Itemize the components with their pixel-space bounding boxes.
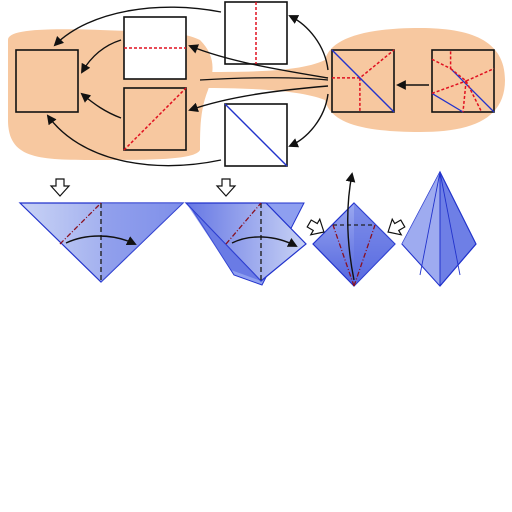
blue-crease — [331, 49, 395, 113]
push-arrow-shape — [387, 217, 406, 236]
push-arrow-shape — [49, 178, 71, 197]
square-diagonal-blue — [224, 103, 288, 167]
mountain-crease — [225, 202, 262, 245]
square-horizontal-valley — [123, 16, 187, 80]
kite-edge — [439, 243, 477, 287]
paper-shade — [186, 203, 261, 281]
valley-crease — [450, 67, 495, 82]
kite-edge — [401, 243, 441, 287]
paper-shade — [354, 203, 395, 286]
blue-crease — [431, 92, 464, 113]
blue-crease — [224, 103, 288, 167]
square-outline — [123, 87, 187, 151]
arrow-y-to-diagonal — [188, 85, 329, 113]
mountain-crease — [332, 224, 355, 287]
arrow-vertical-to-plain — [53, 6, 222, 47]
kite-edge — [439, 171, 461, 276]
kite-edge — [419, 171, 441, 276]
arrow-y-to-horizontal — [188, 44, 329, 79]
push-arrow-shape — [215, 178, 237, 197]
square-diagonal-valley — [123, 87, 187, 151]
square-outline — [15, 49, 79, 113]
push-arrow-step-1 — [49, 178, 71, 197]
arrow-blue-to-plain — [46, 114, 222, 167]
square-y-crease — [331, 49, 395, 113]
arrow-y-to-vertical — [288, 15, 329, 71]
valley-crease — [431, 80, 467, 113]
fold-step-2 — [184, 202, 307, 286]
push-arrow-shape — [306, 217, 325, 236]
paper-shade — [101, 203, 183, 282]
square-plain — [15, 49, 79, 113]
paper-shade — [402, 172, 440, 286]
arrow-diagonal-to-plain — [80, 92, 122, 119]
fold-arrow — [231, 236, 298, 247]
fold-step-1 — [18, 202, 185, 283]
push-arrow-right — [387, 217, 406, 236]
mountain-crease — [353, 224, 376, 287]
fold-step-4 — [401, 170, 477, 287]
push-arrow-step-2 — [215, 178, 237, 197]
square-vertical-valley — [224, 1, 288, 65]
fold-arrow — [65, 235, 137, 246]
arrow-y-to-blue — [288, 93, 329, 148]
arrow-horizontal-to-plain — [81, 39, 122, 74]
valley-crease — [465, 80, 483, 113]
connector-line — [199, 77, 329, 81]
square-full-crease — [431, 49, 495, 113]
blue-crease — [450, 68, 495, 113]
fold-arrow — [345, 172, 356, 281]
push-arrow-left — [306, 217, 325, 236]
fold-step-3 — [312, 172, 396, 287]
